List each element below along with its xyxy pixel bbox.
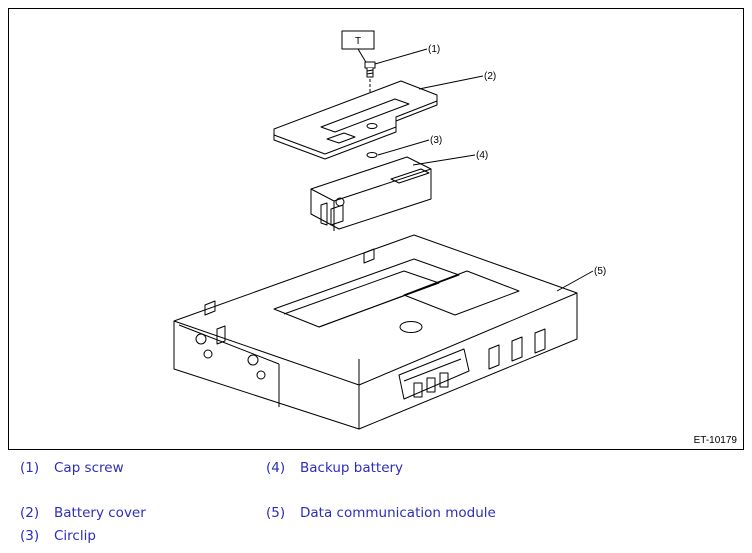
legend-item-3: (3) Circlip xyxy=(20,528,96,544)
legend-num: (1) xyxy=(20,460,40,476)
legend-num: (5) xyxy=(266,505,286,521)
callout-4: (4) xyxy=(476,150,488,161)
diagram-drawing: T xyxy=(173,30,606,430)
legend-item-2: (2) Battery cover xyxy=(20,505,146,521)
legend-label: Cap screw xyxy=(54,460,124,476)
legend-label: Backup battery xyxy=(300,460,404,476)
exploded-diagram: T xyxy=(8,8,744,450)
legend-num: (4) xyxy=(266,460,286,476)
legend-num: (3) xyxy=(20,528,40,544)
legend-label: Data communication module xyxy=(300,505,496,521)
circlip xyxy=(366,152,378,158)
legend-item-1: (1) Cap screw xyxy=(20,460,124,476)
legend-item-4: (4) Backup battery xyxy=(266,460,403,476)
callout-5: (5) xyxy=(594,266,606,277)
battery-cover xyxy=(273,80,438,160)
figure-code: ET-10179 xyxy=(693,435,737,446)
legend-label: Battery cover xyxy=(54,505,146,521)
callout-2: (2) xyxy=(484,71,496,82)
callout-3: (3) xyxy=(430,135,442,146)
legend-num: (2) xyxy=(20,505,40,521)
legend-label: Circlip xyxy=(54,528,96,544)
data-communication-module xyxy=(173,234,578,430)
callout-1: (1) xyxy=(428,44,440,55)
backup-battery xyxy=(310,156,432,231)
torque-tag-label: T xyxy=(355,36,361,47)
legend-item-5: (5) Data communication module xyxy=(266,505,496,521)
